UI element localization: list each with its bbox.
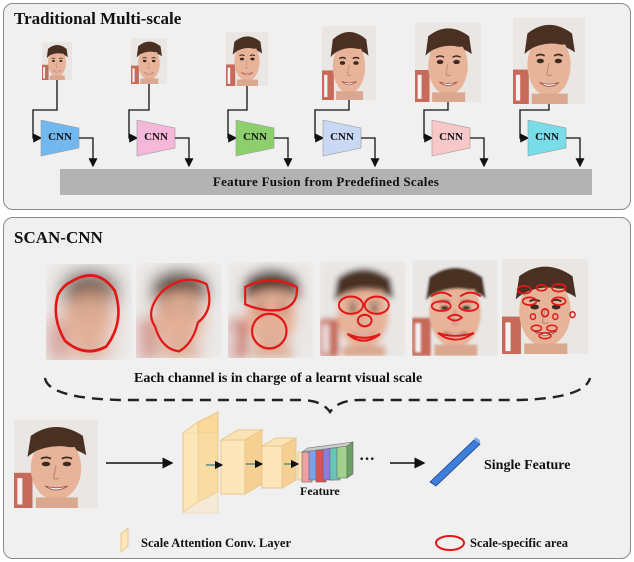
cnn-block <box>40 119 80 157</box>
cnn-block <box>527 119 567 157</box>
single-feature-bar <box>429 437 481 487</box>
dashed-brace <box>43 377 592 415</box>
legend-layer-icon <box>120 526 129 554</box>
legend-layer-label: Scale Attention Conv. Layer <box>141 536 291 550</box>
cnn-label: CNN <box>535 131 559 143</box>
legend-area-label: Scale-specific area <box>470 536 568 550</box>
conv-layer-2 <box>219 429 264 495</box>
scale-channel-face <box>228 262 314 358</box>
scale-channel-face <box>502 259 588 354</box>
cnn-block <box>322 119 362 157</box>
legend-area-icon <box>435 535 465 551</box>
conv-layer-3 <box>260 437 298 489</box>
brace-caption: Each channel is in charge of a learnt vi… <box>134 371 423 386</box>
scale-channel-face <box>412 260 498 356</box>
scale-to-cnn-arrow <box>519 104 550 143</box>
cnn-to-fusion-arrow <box>274 137 293 168</box>
scale-face-image <box>226 32 268 86</box>
feature-fusion-label: Feature Fusion from Predefined Scales <box>212 174 440 189</box>
scale-face-image <box>415 22 481 102</box>
cnn-label: CNN <box>243 131 267 143</box>
cnn-to-fusion-arrow <box>175 137 194 168</box>
cnn-block <box>431 119 471 157</box>
scale-to-cnn-arrow <box>32 80 58 143</box>
scale-face-image <box>513 18 585 104</box>
cnn-to-fusion-arrow <box>470 137 489 168</box>
single-feature-label: Single Feature <box>484 458 571 473</box>
scale-face-image <box>131 38 167 84</box>
cnn-block <box>136 119 176 157</box>
cnn-to-fusion-arrow <box>361 137 380 168</box>
scale-to-cnn-arrow <box>227 86 248 143</box>
cnn-label: CNN <box>439 131 463 143</box>
feature-label: Feature <box>300 484 340 498</box>
scale-channel-face <box>320 261 406 356</box>
cnn-to-fusion-arrow <box>79 137 98 168</box>
feature-fusion-bar <box>60 169 592 195</box>
cnn-label: CNN <box>48 131 72 143</box>
feature-stack <box>301 441 354 483</box>
cnn-label: CNN <box>144 131 168 143</box>
panel-title-scan-cnn: SCAN-CNN <box>14 228 103 247</box>
conv-layer-1 <box>182 411 219 514</box>
input-face-image <box>14 420 98 508</box>
cnn-to-fusion-arrow <box>566 137 585 168</box>
scale-to-cnn-arrow <box>423 102 449 143</box>
cnn-label: CNN <box>330 131 354 143</box>
panel-title-traditional: Traditional Multi-scale <box>14 9 182 28</box>
scale-face-image <box>42 42 72 80</box>
scale-channel-face <box>46 264 132 360</box>
cnn-block <box>235 119 275 157</box>
ellipsis: ··· <box>359 451 376 468</box>
scale-to-cnn-arrow <box>314 100 350 143</box>
scale-to-cnn-arrow <box>128 84 150 143</box>
scale-channel-face <box>136 263 222 358</box>
scale-face-image <box>322 26 376 100</box>
